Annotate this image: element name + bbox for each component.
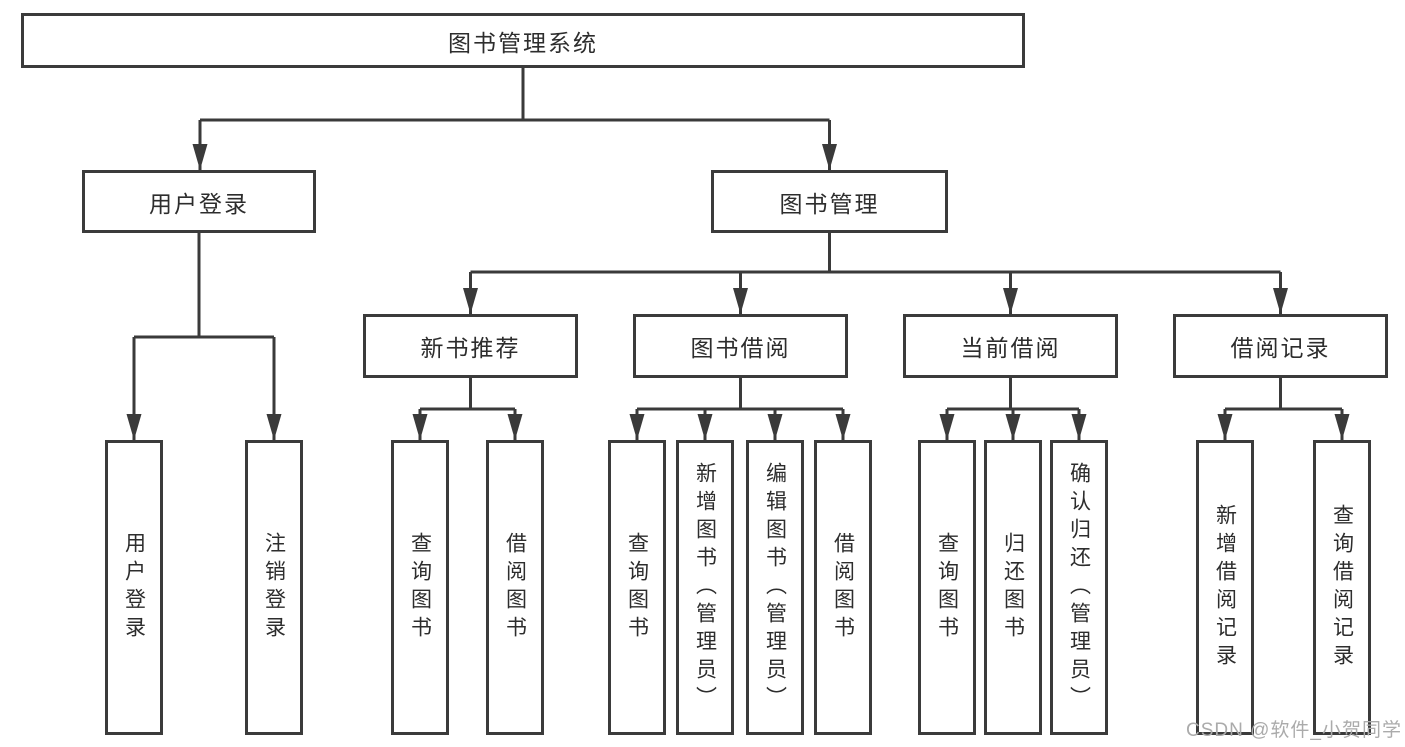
leaf-add-borrow-record-label: 新增借阅记录 bbox=[1213, 503, 1237, 672]
leaf-rec-query-book: 查询图书 bbox=[391, 440, 449, 735]
leaf-user-login: 用户登录 bbox=[105, 440, 163, 735]
node-user-login-label: 用户登录 bbox=[149, 190, 249, 217]
node-current-borrow-label: 当前借阅 bbox=[960, 335, 1061, 361]
leaf-add-borrow-record: 新增借阅记录 bbox=[1196, 440, 1254, 735]
leaf-bb-query-book: 查询图书 bbox=[608, 440, 666, 735]
leaf-cb-query-book-label: 查询图书 bbox=[935, 531, 959, 644]
node-book-borrow: 图书借阅 bbox=[633, 314, 848, 378]
leaf-bb-add-book-admin-label: 新增图书（管理员） bbox=[693, 461, 717, 714]
leaf-bb-add-book-admin: 新增图书（管理员） bbox=[676, 440, 734, 735]
leaf-cb-confirm-return-admin-label: 确认归还（管理员） bbox=[1067, 461, 1091, 714]
leaf-rec-query-book-label: 查询图书 bbox=[408, 531, 432, 644]
leaf-bb-query-book-label: 查询图书 bbox=[625, 531, 649, 644]
node-book-management: 图书管理 bbox=[711, 170, 948, 233]
leaf-bb-borrow-book: 借阅图书 bbox=[814, 440, 872, 735]
leaf-cb-confirm-return-admin: 确认归还（管理员） bbox=[1050, 440, 1108, 735]
leaf-query-borrow-record: 查询借阅记录 bbox=[1313, 440, 1371, 735]
leaf-cb-return-book: 归还图书 bbox=[984, 440, 1042, 735]
leaf-cb-return-book-label: 归还图书 bbox=[1001, 531, 1025, 644]
node-root-label: 图书管理系统 bbox=[448, 29, 598, 56]
leaf-user-login-label: 用户登录 bbox=[122, 531, 146, 644]
node-book-management-label: 图书管理 bbox=[779, 190, 880, 217]
leaf-query-borrow-record-label: 查询借阅记录 bbox=[1330, 503, 1354, 672]
node-current-borrow: 当前借阅 bbox=[903, 314, 1118, 378]
node-borrow-record-label: 借阅记录 bbox=[1230, 335, 1331, 361]
node-book-borrow-label: 图书借阅 bbox=[690, 335, 791, 361]
leaf-logout-label: 注销登录 bbox=[262, 531, 286, 644]
leaf-rec-borrow-book-label: 借阅图书 bbox=[503, 531, 527, 644]
node-user-login: 用户登录 bbox=[82, 170, 316, 233]
leaf-logout: 注销登录 bbox=[245, 440, 303, 735]
node-borrow-record: 借阅记录 bbox=[1173, 314, 1388, 378]
leaf-bb-edit-book-admin: 编辑图书（管理员） bbox=[746, 440, 804, 735]
watermark: CSDN @软件_小贺同学 bbox=[1186, 720, 1402, 741]
leaf-rec-borrow-book: 借阅图书 bbox=[486, 440, 544, 735]
node-new-book-recommend: 新书推荐 bbox=[363, 314, 578, 378]
node-new-book-recommend-label: 新书推荐 bbox=[420, 335, 521, 361]
leaf-bb-edit-book-admin-label: 编辑图书（管理员） bbox=[763, 461, 787, 714]
leaf-bb-borrow-book-label: 借阅图书 bbox=[831, 531, 855, 644]
node-root: 图书管理系统 bbox=[21, 13, 1025, 68]
leaf-cb-query-book: 查询图书 bbox=[918, 440, 976, 735]
